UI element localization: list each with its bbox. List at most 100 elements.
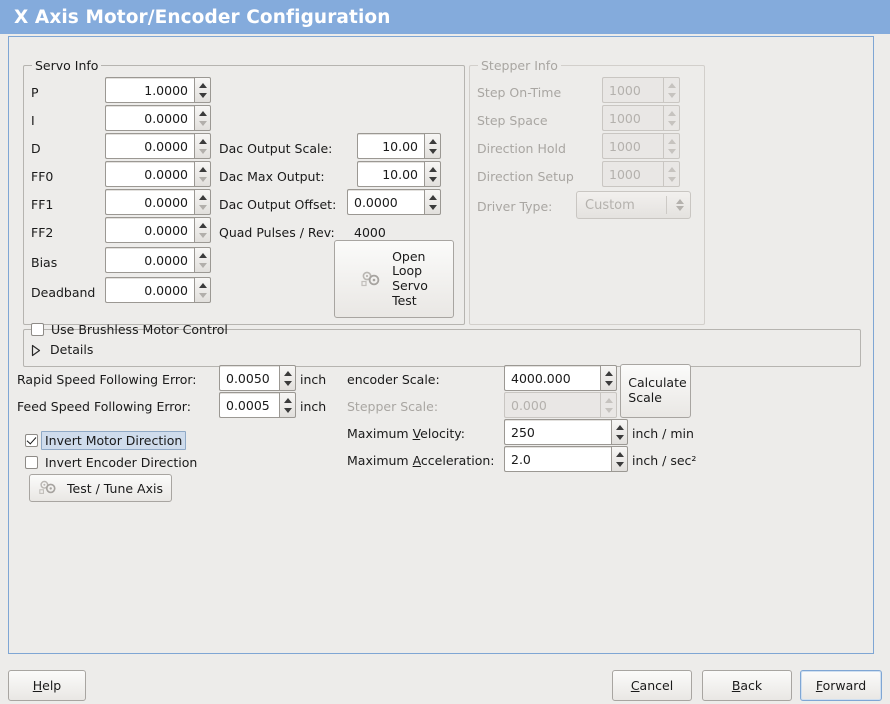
checkbox-box[interactable] [25, 456, 38, 469]
servo-spin-p-buttons[interactable] [194, 77, 211, 103]
back-button[interactable]: Back [702, 670, 792, 701]
spin-up-arrow-icon[interactable] [428, 194, 437, 200]
calculate-scale-line-1: Calculate [628, 375, 687, 391]
dac-output-offset-spin[interactable]: 0.0000 [347, 189, 441, 215]
checkbox-box[interactable] [25, 434, 38, 447]
spin-down-arrow-icon[interactable] [198, 92, 207, 98]
dac-max-output-spin[interactable]: 10.00 [357, 161, 441, 187]
encoder-scale-value[interactable]: 4000.000 [504, 365, 600, 391]
servo-spin-deadband-value[interactable]: 0.0000 [105, 277, 194, 303]
spin-down-arrow-icon[interactable] [198, 120, 207, 126]
spin-down-arrow-icon[interactable] [615, 434, 624, 440]
spin-up-arrow-icon[interactable] [198, 82, 207, 88]
feed-following-error-value[interactable]: 0.0005 [219, 392, 279, 418]
encoder-scale-buttons[interactable] [600, 365, 617, 391]
servo-spin-bias[interactable]: 0.0000 [105, 247, 211, 273]
cancel-button[interactable]: Cancel [612, 670, 692, 701]
spin-up-arrow-icon[interactable] [615, 424, 624, 430]
spin-up-arrow-icon[interactable] [615, 451, 624, 457]
forward-button-label: Forward [815, 678, 867, 693]
spin-up-arrow-icon[interactable] [428, 138, 437, 144]
spin-up-arrow-icon[interactable] [604, 370, 613, 376]
servo-spin-ff1-value[interactable]: 0.0000 [105, 189, 194, 215]
servo-spin-d-value[interactable]: 0.0000 [105, 133, 194, 159]
servo-spin-i-buttons[interactable] [194, 105, 211, 131]
spin-down-arrow-icon[interactable] [198, 232, 207, 238]
details-expander[interactable]: Details [31, 344, 93, 357]
servo-spin-deadband-buttons[interactable] [194, 277, 211, 303]
direction-hold-buttons [663, 133, 680, 159]
servo-spin-ff0[interactable]: 0.0000 [105, 161, 211, 187]
servo-spin-d[interactable]: 0.0000 [105, 133, 211, 159]
use-brushless-motor-control-checkbox[interactable]: Use Brushless Motor Control [31, 322, 228, 337]
chevron-right-icon[interactable] [31, 344, 41, 357]
servo-spin-ff0-value[interactable]: 0.0000 [105, 161, 194, 187]
servo-spin-ff1[interactable]: 0.0000 [105, 189, 211, 215]
checkbox-box[interactable] [31, 323, 44, 336]
spin-up-arrow-icon[interactable] [283, 370, 292, 376]
back-button-label: Back [731, 678, 763, 693]
spin-up-arrow-icon[interactable] [428, 166, 437, 172]
feed-following-error-spin[interactable]: 0.0005 [219, 392, 296, 418]
forward-button[interactable]: Forward [800, 670, 882, 701]
servo-spin-p[interactable]: 1.0000 [105, 77, 211, 103]
rapid-following-error-value[interactable]: 0.0050 [219, 365, 279, 391]
maximum-velocity-buttons[interactable] [611, 419, 628, 445]
servo-spin-ff2[interactable]: 0.0000 [105, 217, 211, 243]
maximum-acceleration-spin[interactable]: 2.0 [504, 446, 628, 472]
spin-down-arrow-icon[interactable] [283, 380, 292, 386]
dac-output-scale-value[interactable]: 10.00 [357, 133, 424, 159]
calculate-scale-button[interactable]: Calculate Scale [620, 364, 691, 418]
spin-up-arrow-icon[interactable] [198, 194, 207, 200]
servo-spin-d-buttons[interactable] [194, 133, 211, 159]
spin-down-arrow-icon[interactable] [198, 176, 207, 182]
dac-max-output-value[interactable]: 10.00 [357, 161, 424, 187]
invert-motor-direction-checkbox[interactable]: Invert Motor Direction [25, 431, 187, 450]
spin-up-arrow-icon[interactable] [198, 110, 207, 116]
dac-output-scale-spin[interactable]: 10.00 [357, 133, 441, 159]
maximum-velocity-spin[interactable]: 250 [504, 419, 628, 445]
rapid-following-error-spin[interactable]: 0.0050 [219, 365, 296, 391]
spin-down-arrow-icon[interactable] [428, 176, 437, 182]
spin-up-arrow-icon[interactable] [198, 138, 207, 144]
servo-spin-ff2-buttons[interactable] [194, 217, 211, 243]
open-loop-servo-test-button[interactable]: Open Loop Servo Test [334, 240, 454, 318]
spin-up-arrow-icon[interactable] [198, 252, 207, 258]
spin-down-arrow-icon[interactable] [604, 380, 613, 386]
dac-output-offset-value[interactable]: 0.0000 [347, 189, 424, 215]
servo-spin-p-value[interactable]: 1.0000 [105, 77, 194, 103]
help-button[interactable]: Help [8, 670, 86, 701]
spin-up-arrow-icon[interactable] [198, 282, 207, 288]
servo-spin-ff2-value[interactable]: 0.0000 [105, 217, 194, 243]
test-tune-axis-button[interactable]: Test / Tune Axis [29, 474, 172, 502]
spin-down-arrow-icon[interactable] [615, 461, 624, 467]
maximum-acceleration-buttons[interactable] [611, 446, 628, 472]
dac-max-output-buttons[interactable] [424, 161, 441, 187]
maximum-velocity-value[interactable]: 250 [504, 419, 611, 445]
invert-encoder-direction-checkbox[interactable]: Invert Encoder Direction [25, 455, 197, 470]
spin-down-arrow-icon[interactable] [198, 204, 207, 210]
spin-down-arrow-icon[interactable] [198, 148, 207, 154]
spin-down-arrow-icon[interactable] [428, 148, 437, 154]
servo-spin-i-value[interactable]: 0.0000 [105, 105, 194, 131]
feed-following-error-buttons[interactable] [279, 392, 296, 418]
spin-down-arrow-icon[interactable] [283, 407, 292, 413]
servo-spin-deadband[interactable]: 0.0000 [105, 277, 211, 303]
spin-up-arrow-icon[interactable] [198, 222, 207, 228]
servo-spin-bias-buttons[interactable] [194, 247, 211, 273]
combo-separator [666, 196, 667, 214]
encoder-scale-spin[interactable]: 4000.000 [504, 365, 617, 391]
servo-spin-ff0-buttons[interactable] [194, 161, 211, 187]
servo-spin-ff1-buttons[interactable] [194, 189, 211, 215]
spin-down-arrow-icon[interactable] [198, 262, 207, 268]
spin-down-arrow-icon[interactable] [198, 292, 207, 298]
spin-up-arrow-icon[interactable] [283, 397, 292, 403]
servo-spin-bias-value[interactable]: 0.0000 [105, 247, 194, 273]
dac-output-offset-buttons[interactable] [424, 189, 441, 215]
maximum-acceleration-value[interactable]: 2.0 [504, 446, 611, 472]
dac-output-scale-buttons[interactable] [424, 133, 441, 159]
spin-down-arrow-icon[interactable] [428, 204, 437, 210]
servo-spin-i[interactable]: 0.0000 [105, 105, 211, 131]
spin-up-arrow-icon[interactable] [198, 166, 207, 172]
rapid-following-error-buttons[interactable] [279, 365, 296, 391]
